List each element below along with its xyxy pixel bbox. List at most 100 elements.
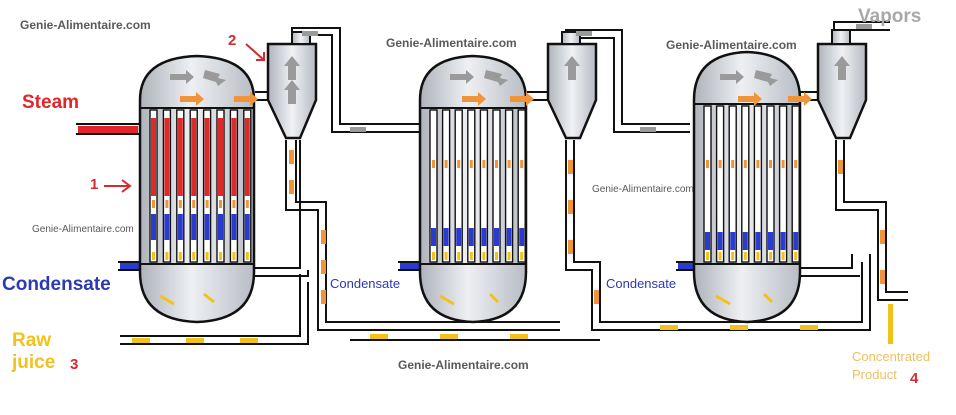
leg-dashes <box>289 150 885 304</box>
tube-condensate-zone <box>481 228 487 246</box>
tube-condensate-zone <box>768 232 773 250</box>
tube <box>479 109 489 263</box>
tube-condensate-zone <box>494 228 499 246</box>
steam-inlet-flow <box>78 126 138 133</box>
tube-condensate-zone <box>705 232 710 250</box>
tube-juice-level <box>731 252 735 260</box>
tube-flow-mark <box>706 160 709 168</box>
tube-flow-mark <box>469 160 473 168</box>
tube-flow-mark <box>192 200 196 208</box>
concentrated-product-label: Concentrated Product <box>852 348 930 384</box>
tube-steam-zone <box>191 118 197 196</box>
tube-flow-mark <box>507 160 511 168</box>
heat-exchanger-tubes <box>149 105 800 263</box>
tube-condensate-zone <box>177 214 183 240</box>
tube-juice-level <box>192 252 196 260</box>
tube <box>504 109 514 263</box>
tube <box>728 105 737 263</box>
tube-flow-mark <box>245 200 249 208</box>
tube-juice-level <box>718 252 722 260</box>
tube <box>454 109 463 263</box>
watermark-5: Genie-Alimentaire.com <box>592 184 694 195</box>
condensate-label-2: Condensate <box>330 276 401 291</box>
tube-juice-level <box>756 252 760 260</box>
tube-juice-level <box>245 252 249 260</box>
tube <box>741 105 750 263</box>
tube-juice-level <box>482 252 486 260</box>
tube-steam-zone <box>204 118 210 196</box>
tube-condensate-zone <box>231 214 237 240</box>
watermark-6: Genie-Alimentaire.com <box>398 358 529 372</box>
steam-label: Steam <box>22 92 80 113</box>
bottom-liquid-dashes <box>132 304 893 344</box>
tube <box>441 109 451 263</box>
watermark-3: Genie-Alimentaire.com <box>666 38 797 52</box>
tube-condensate-zone <box>506 228 512 246</box>
tube <box>467 109 476 263</box>
watermark-4: Genie-Alimentaire.com <box>32 224 134 235</box>
tube-flow-mark <box>482 160 486 168</box>
tube-condensate-zone <box>742 232 748 250</box>
tube <box>778 105 788 263</box>
tube <box>715 105 725 263</box>
tube-flow-mark <box>457 160 461 168</box>
tube-flow-mark <box>219 200 222 208</box>
tube-flow-mark <box>794 160 798 168</box>
condensate-outlet-flow-2 <box>400 263 420 269</box>
tube-condensate-zone <box>780 232 786 250</box>
watermark-2: Genie-Alimentaire.com <box>386 36 517 50</box>
tube <box>517 109 526 263</box>
tube-condensate-zone <box>717 232 723 250</box>
tube-juice-level <box>152 252 155 260</box>
tube-condensate-zone <box>218 214 223 240</box>
tube-flow-mark <box>520 160 524 168</box>
tube <box>791 105 800 263</box>
tube-condensate-zone <box>204 214 210 240</box>
vapors-label: Vapors <box>858 6 922 27</box>
watermark-1: Genie-Alimentaire.com <box>20 18 151 32</box>
vapor-arrows <box>170 56 850 104</box>
tube-steam-zone <box>218 118 223 196</box>
tube-juice-level <box>165 252 169 260</box>
tube-steam-zone <box>244 118 250 196</box>
tube-flow-mark <box>165 200 169 208</box>
tube-condensate-zone <box>151 214 156 240</box>
tube-condensate-zone <box>519 228 525 246</box>
tube-condensate-zone <box>468 228 474 246</box>
raw-juice-label: Raw juice <box>12 330 55 374</box>
tube-juice-level <box>219 252 222 260</box>
concentrated-line2: Product <box>852 367 897 382</box>
callout-number-3: 3 <box>70 356 79 373</box>
tube-condensate-zone <box>793 232 799 250</box>
tube-juice-level <box>769 252 772 260</box>
tube-juice-level <box>178 252 182 260</box>
tube-flow-mark <box>731 160 735 168</box>
tube-flow-mark <box>495 160 498 168</box>
tube-condensate-zone <box>730 232 736 250</box>
tube-condensate-zone <box>431 228 436 246</box>
separator-3 <box>816 29 868 140</box>
condensate-outlet-flow-3 <box>678 263 696 269</box>
raw-juice-line2: juice <box>12 352 56 373</box>
tube-flow-mark <box>781 160 785 168</box>
tube <box>492 109 501 263</box>
tube-steam-zone <box>231 118 237 196</box>
raw-juice-line1: Raw <box>12 330 52 351</box>
tube-juice-level <box>507 252 511 260</box>
tube-juice-level <box>444 252 448 260</box>
tube-juice-level <box>794 252 798 260</box>
tube-juice-level <box>232 252 236 260</box>
condensate-outlet-flow-1 <box>120 263 140 269</box>
tube-flow-mark <box>432 160 435 168</box>
tube-flow-mark <box>743 160 747 168</box>
chamber-streaks <box>159 292 774 306</box>
callout-number-2: 2 <box>228 32 237 49</box>
liquid-arrows <box>180 92 812 106</box>
callout-pointers <box>104 43 265 193</box>
tube-juice-level <box>781 252 785 260</box>
tube-flow-mark <box>756 160 760 168</box>
tube-condensate-zone <box>755 232 761 250</box>
tube <box>429 109 438 263</box>
